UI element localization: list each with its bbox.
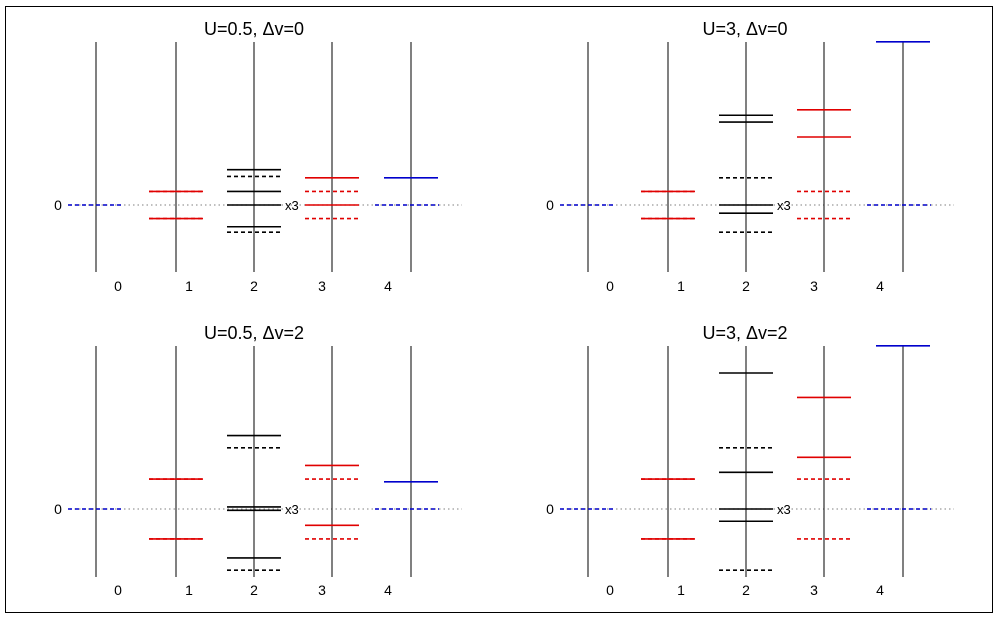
panel-title: U=3, Δv=2: [702, 323, 787, 343]
column-label-4: 4: [384, 582, 392, 598]
column-label-2: 2: [250, 278, 258, 294]
panel-title: U=0.5, Δv=0: [204, 19, 304, 39]
figure-frame: [5, 6, 993, 613]
zero-label: 0: [54, 197, 62, 213]
column-label-3: 3: [810, 278, 818, 294]
column-label-4: 4: [876, 582, 884, 598]
column-label-4: 4: [384, 278, 392, 294]
degeneracy-note: x3: [285, 502, 299, 517]
zero-label: 0: [54, 501, 62, 517]
column-label-1: 1: [677, 278, 685, 294]
degeneracy-note: x3: [285, 198, 299, 213]
column-label-2: 2: [250, 582, 258, 598]
panel-u05-dv2: U=0.5, Δv=2 0 x3 0 1 2 3 4: [54, 323, 462, 598]
column-label-3: 3: [810, 582, 818, 598]
panel-u3-dv2: U=3, Δv=2 0 x3 0 1 2 3 4: [546, 323, 954, 598]
column-label-0: 0: [114, 278, 122, 294]
column-label-0: 0: [606, 582, 614, 598]
column-label-3: 3: [318, 278, 326, 294]
degeneracy-note: x3: [777, 198, 791, 213]
column-label-0: 0: [606, 278, 614, 294]
panel-u05-dv0: U=0.5, Δv=0 0 x3 0 1 2 3 4: [54, 19, 462, 294]
zero-label: 0: [546, 501, 554, 517]
column-label-1: 1: [185, 278, 193, 294]
column-label-2: 2: [742, 582, 750, 598]
panel-title: U=3, Δv=0: [702, 19, 787, 39]
column-label-1: 1: [185, 582, 193, 598]
column-label-2: 2: [742, 278, 750, 294]
column-label-0: 0: [114, 582, 122, 598]
panel-title: U=0.5, Δv=2: [204, 323, 304, 343]
column-label-3: 3: [318, 582, 326, 598]
column-label-1: 1: [677, 582, 685, 598]
panel-u3-dv0: U=3, Δv=0 0 x3 0 1 2 3 4: [546, 19, 954, 294]
zero-label: 0: [546, 197, 554, 213]
degeneracy-note: x3: [777, 502, 791, 517]
column-label-4: 4: [876, 278, 884, 294]
